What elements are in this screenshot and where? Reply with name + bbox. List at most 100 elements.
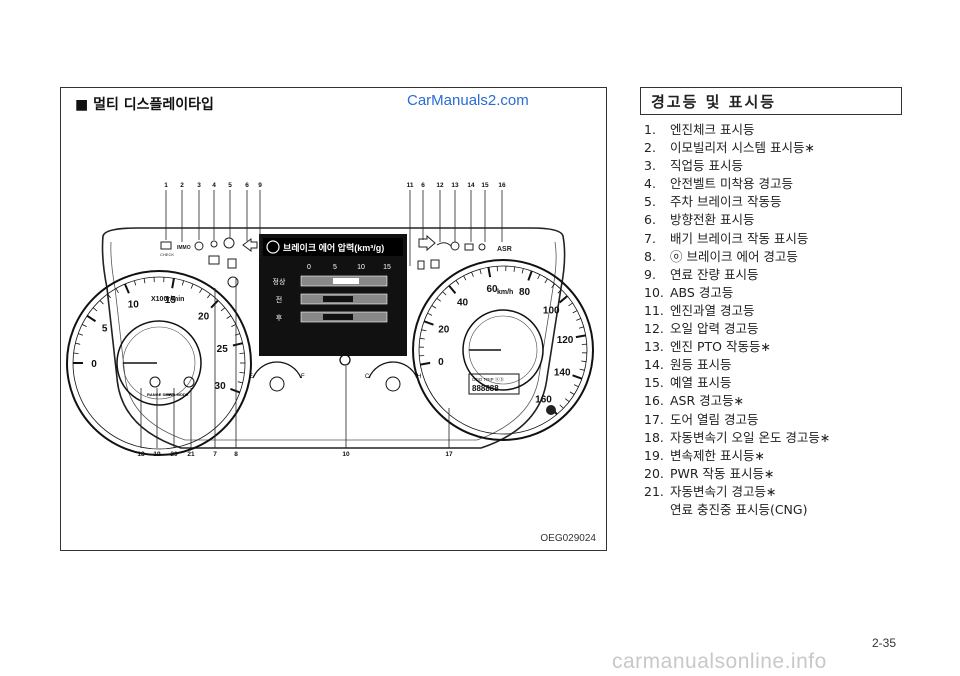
brake-air-icon — [266, 240, 280, 254]
legend-item: 17.도어 열림 경고등 — [644, 411, 902, 429]
callout-number: 3 — [197, 182, 201, 189]
footer-watermark: carmanualsonline.info — [612, 650, 827, 673]
legend-item-number: 20. — [644, 465, 664, 481]
legend-item-text: 변속제한 표시등∗ — [670, 447, 765, 463]
callout-number: 21 — [187, 451, 195, 458]
callout-number: 8 — [234, 451, 238, 458]
immo-label: IMMO — [177, 245, 191, 251]
engine-temp-icon — [417, 260, 425, 270]
legend-item-number: 10. — [644, 284, 664, 300]
trans-temp-icon — [149, 376, 161, 388]
figure-code: OEG029024 — [540, 533, 596, 544]
legend-item-number: 17. — [644, 411, 664, 427]
page-number: 2-35 — [872, 636, 897, 650]
legend-item: 15. 예열 표시등 — [644, 374, 902, 392]
turn-left-icon — [242, 238, 258, 252]
legend-item: 20.PWR 작동 표시등∗ — [644, 465, 902, 483]
callout-number: 20 — [170, 451, 178, 458]
callout-number: 1 — [164, 182, 168, 189]
tachometer: X100r/min — [66, 270, 252, 456]
legend-item-text: 엔진 PTO 작동등∗ — [670, 339, 771, 355]
parking-brake-icon — [223, 237, 235, 249]
warning-icons-right: ASR — [417, 234, 512, 270]
legend-item-text: 자동변속기 오일 온도 경고등∗ — [670, 429, 831, 445]
callout-number: 15 — [481, 182, 489, 189]
temp-cold-label: C — [365, 374, 370, 380]
legend-item-number: 13. — [644, 339, 664, 355]
legend-item-text: 주차 브레이크 작동등 — [670, 194, 782, 210]
legend-item-number: 3. — [644, 158, 656, 174]
speedo-label: 0 — [438, 357, 444, 368]
seatbelt-icon — [210, 240, 218, 248]
legend-item-text: ABS 경고등 — [670, 284, 734, 300]
legend-item-number: 2. — [644, 140, 656, 156]
legend-item: 12.오일 압력 경고등 — [644, 320, 902, 338]
callout-number: 19 — [153, 451, 161, 458]
legend-item-text: 오일 압력 경고등 — [670, 321, 759, 337]
legend-item-number: 15. — [644, 375, 664, 391]
callout-number: 6 — [245, 182, 249, 189]
reset-knob — [546, 405, 556, 415]
speedo-label: 20 — [438, 324, 450, 335]
callout-number: 2 — [180, 182, 184, 189]
legend-item-number: 9. — [644, 266, 656, 282]
callout-number: 6 — [421, 182, 425, 189]
legend-item-number: 11. — [644, 302, 664, 318]
legend-item: 4.안전벨트 미착용 경고등 — [644, 175, 902, 193]
display-row-label: 정상 — [273, 277, 286, 286]
legend-item-number: 14. — [644, 357, 664, 373]
legend-item-text: 이모빌리저 시스템 표시등∗ — [670, 140, 815, 156]
legend-item-sub: 연료 충진중 표시등(CNG) — [670, 501, 808, 517]
speedo-label: 120 — [557, 335, 574, 346]
glow-icon — [478, 243, 486, 251]
legend-item-text: 자동변속기 경고등∗ — [670, 483, 777, 499]
legend-item-text: 예열 표시등 — [670, 375, 732, 391]
fuel-icon — [227, 258, 237, 269]
odo-value: 888888 — [472, 384, 499, 393]
display-bar-fill — [323, 314, 353, 320]
callout-number: 14 — [467, 182, 475, 189]
speedo-label: 80 — [519, 287, 531, 298]
callout-number: 5 — [228, 182, 232, 189]
legend-item: 13. 엔진 PTO 작동등∗ — [644, 338, 902, 356]
display-bar-fill — [333, 278, 359, 284]
legend-item: 9.연료 잔량 표시등 — [644, 266, 902, 284]
legend-item: 1.엔진체크 표시등 — [644, 121, 902, 139]
temp-hot-label: H — [417, 374, 421, 380]
display-scale-label: 10 — [357, 264, 365, 271]
legend-item-number: 21. — [644, 483, 664, 499]
legend-item-number: 5. — [644, 194, 656, 210]
legend-item-text: 엔진체크 표시등 — [670, 122, 755, 137]
legend-item-number: 19. — [644, 447, 664, 463]
callout-number: 16 — [498, 182, 506, 189]
callout-number: 4 — [212, 182, 216, 189]
odo-label: ODO TRIP ⓐⓑ — [472, 376, 504, 383]
legend-item: 18.자동변속기 오일 온도 경고등∗ — [644, 429, 902, 447]
legend-item: 6.방향전환 표시등 — [644, 211, 902, 229]
callout-number: 18 — [137, 451, 145, 458]
legend-item: 16.ASR 경고등∗ — [644, 392, 902, 410]
tacho-label: 10 — [128, 299, 140, 310]
instrument-cluster-figure: ■ 멀티 디스플레이타입 CarManuals2.com X100r/min 0… — [60, 87, 607, 551]
legend-item-text: 안전벨트 미착용 경고등 — [670, 176, 793, 192]
watermark-text: CarManuals2.com — [407, 92, 529, 109]
display-row-label: 전 — [276, 295, 282, 304]
legend-header: 경고등 및 표시등 — [640, 87, 902, 115]
legend-item: 14. 원등 표시등 — [644, 356, 902, 374]
legend-item: 2. 이모빌리저 시스템 표시등∗ — [644, 139, 902, 157]
oil-pressure-icon — [436, 242, 452, 247]
display-bar-fill — [323, 296, 353, 302]
legend-item-text: 원등 표시등 — [670, 357, 732, 373]
callout-number: 12 — [436, 182, 444, 189]
legend-item-number: 8. — [644, 248, 656, 264]
legend-item: 10. ABS 경고등 — [644, 284, 902, 302]
legend-item: 7.배기 브레이크 작동 표시등 — [644, 230, 902, 248]
check-label: CHECK — [160, 252, 174, 257]
callout-number: 11 — [407, 182, 414, 189]
legend-item: 21. 자동변속기 경고등∗ — [644, 483, 902, 501]
legend-item-text: ⓞ 브레이크 에어 경고등 — [670, 248, 798, 264]
speedometer: km/h ODO TRIP ⓐⓑ 888888 — [412, 259, 594, 441]
display-scale-label: 0 — [307, 264, 311, 271]
tacho-label: 20 — [198, 312, 210, 323]
